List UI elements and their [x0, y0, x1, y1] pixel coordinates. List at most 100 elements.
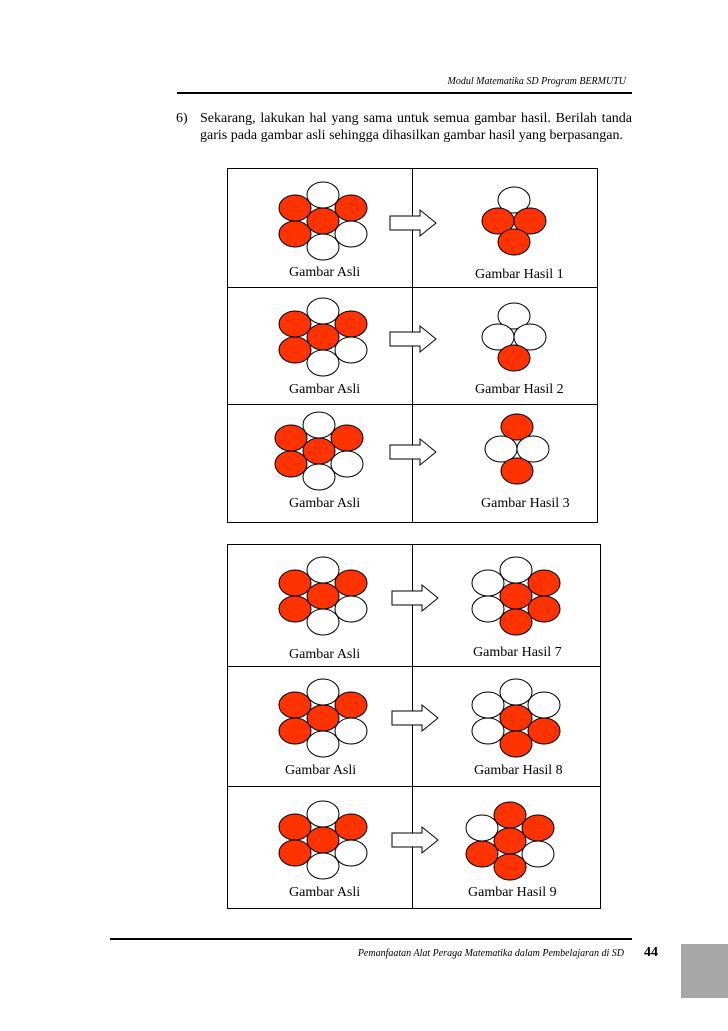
caption-result: Gambar Hasil 1: [475, 267, 564, 282]
table-1: Gambar Asli Gambar Hasil 1 Gambar Asli G…: [227, 168, 598, 523]
red-circle: [306, 826, 340, 854]
red-circle: [500, 413, 534, 441]
red-circle: [513, 207, 547, 235]
arrow-icon: [389, 208, 437, 238]
red-circle: [500, 457, 534, 485]
red-circle: [493, 801, 527, 829]
result-flower-8: [471, 678, 561, 758]
caption-original: Gambar Asli: [289, 382, 361, 397]
running-footer: Pemanfaatan Alat Peraga Matematika dalam…: [357, 948, 624, 959]
white-circle: [330, 450, 364, 478]
red-circle: [278, 336, 312, 364]
white-circle: [527, 691, 561, 719]
result-flower-7: [471, 556, 561, 636]
red-circle: [499, 730, 533, 758]
red-circle: [497, 228, 531, 256]
white-circle: [471, 569, 505, 597]
result-flower-2: [481, 302, 547, 372]
white-circle: [306, 349, 340, 377]
original-flower-4: [278, 556, 368, 636]
column-divider: [412, 545, 413, 908]
white-circle: [306, 678, 340, 706]
original-flower-2: [278, 297, 368, 377]
white-circle: [302, 411, 336, 439]
red-circle: [306, 704, 340, 732]
table-2: Gambar Asli Gambar Hasil 7 Gambar Asli G…: [227, 544, 601, 909]
white-circle: [521, 840, 555, 868]
red-circle: [278, 691, 312, 719]
row-divider: [228, 287, 597, 288]
caption-result: Gambar Hasil 8: [474, 763, 563, 778]
red-circle: [274, 450, 308, 478]
red-circle: [334, 569, 368, 597]
instruction-number: 6): [176, 111, 188, 126]
red-circle: [497, 344, 531, 372]
red-circle: [278, 595, 312, 623]
original-flower-1: [278, 181, 368, 261]
arrow-icon: [391, 825, 439, 855]
caption-result: Gambar Hasil 3: [481, 496, 570, 511]
white-circle: [334, 717, 368, 745]
red-circle: [306, 207, 340, 235]
red-circle: [278, 310, 312, 338]
page-number: 44: [644, 945, 658, 960]
white-circle: [499, 678, 533, 706]
header-rule: [177, 92, 632, 94]
row-divider: [228, 404, 597, 405]
flower-pictures-table-1: [274, 181, 550, 491]
white-circle: [306, 181, 340, 209]
original-flower-6: [278, 800, 368, 880]
red-circle: [278, 839, 312, 867]
row-divider: [228, 786, 600, 787]
red-circle: [465, 840, 499, 868]
arrow-icon: [391, 583, 439, 613]
instruction: 6) Sekarang, lakukan hal yang sama untuk…: [176, 110, 632, 144]
red-circle: [278, 569, 312, 597]
red-circle: [527, 569, 561, 597]
caption-original: Gambar Asli: [285, 763, 357, 778]
arrow-icon: [391, 703, 439, 733]
red-circle: [527, 717, 561, 745]
red-circle: [493, 827, 527, 855]
flower-pictures-table-2: [278, 556, 561, 881]
red-circle: [334, 691, 368, 719]
white-circle: [334, 336, 368, 364]
caption-result: Gambar Hasil 7: [473, 645, 562, 660]
white-circle: [497, 302, 531, 330]
white-circle: [516, 435, 550, 463]
red-circle: [521, 814, 555, 842]
white-circle: [471, 595, 505, 623]
caption-original: Gambar Asli: [289, 265, 361, 280]
red-circle: [306, 582, 340, 610]
white-circle: [471, 717, 505, 745]
red-circle: [278, 717, 312, 745]
white-circle: [334, 839, 368, 867]
white-circle: [306, 233, 340, 261]
caption-result: Gambar Hasil 2: [475, 382, 564, 397]
red-circle: [493, 853, 527, 881]
original-flower-3: [274, 411, 364, 491]
running-header: Modul Matematika SD Program BERMUTU: [447, 76, 627, 87]
white-circle: [306, 297, 340, 325]
white-circle: [306, 730, 340, 758]
red-circle: [278, 813, 312, 841]
white-circle: [302, 463, 336, 491]
red-circle: [274, 424, 308, 452]
caption-result: Gambar Hasil 9: [468, 885, 557, 900]
red-circle: [334, 310, 368, 338]
white-circle: [334, 220, 368, 248]
white-circle: [306, 852, 340, 880]
red-circle: [302, 437, 336, 465]
footer-rule: [110, 938, 632, 940]
red-circle: [330, 424, 364, 452]
red-circle: [278, 220, 312, 248]
white-circle: [334, 595, 368, 623]
result-flower-3: [484, 413, 550, 485]
instruction-text: Sekarang, lakukan hal yang sama untuk se…: [200, 111, 632, 143]
red-circle: [499, 704, 533, 732]
white-circle: [306, 556, 340, 584]
result-flower-9: [465, 801, 555, 881]
red-circle: [334, 813, 368, 841]
white-circle: [465, 814, 499, 842]
red-circle: [499, 582, 533, 610]
